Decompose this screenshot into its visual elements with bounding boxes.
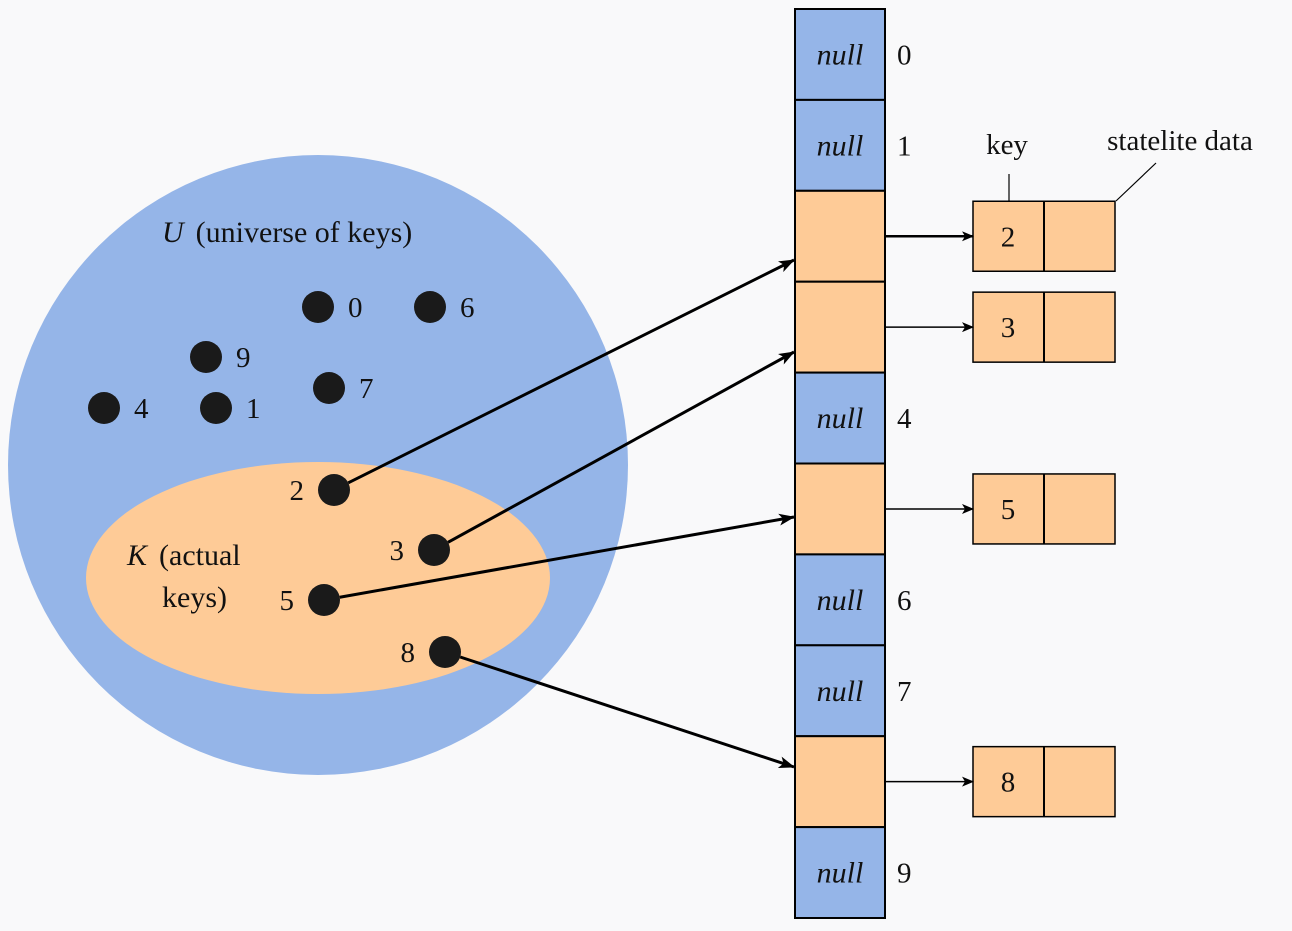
key-label-6: 6	[460, 292, 475, 324]
table-slot-6: null 6	[794, 553, 912, 647]
slot-cell	[794, 280, 886, 374]
table-slot-3	[794, 280, 886, 374]
key-dot-7	[313, 372, 345, 404]
key-dots: 0 6 9 7 4 1 2 3 5 8	[88, 291, 475, 669]
key-label-8: 8	[401, 637, 416, 669]
slot-index: 9	[897, 858, 912, 890]
key-label-4: 4	[134, 393, 149, 425]
node-key: 5	[1001, 494, 1016, 526]
key-label-9: 9	[236, 342, 251, 374]
null-label: null	[817, 857, 864, 890]
hash-arrow-2	[347, 258, 795, 485]
universe-symbol: U	[162, 216, 186, 249]
null-label: null	[817, 129, 864, 162]
table-slot-2	[794, 189, 886, 283]
table-slot-0: null 0	[794, 8, 912, 101]
slot-cell	[794, 553, 886, 647]
actual-keys-symbol: K	[126, 539, 149, 572]
slot-index: 6	[897, 585, 912, 617]
table-slot-1: null 1	[794, 98, 912, 192]
key-label-2: 2	[290, 475, 305, 507]
universe-label: U (universe of keys)	[162, 216, 412, 249]
universe-description: (universe of keys)	[196, 216, 413, 249]
node-key: 2	[1001, 221, 1016, 253]
key-dot-1	[200, 392, 232, 424]
actual-keys-description-2: keys)	[162, 581, 227, 614]
key-label-1: 1	[246, 393, 261, 425]
key-dot-5	[308, 584, 340, 616]
list-node-8: 8	[885, 745, 1116, 818]
list-node-5: 5	[885, 473, 1116, 545]
hash-table: null 0 null 1 null 4 null 6 null 7 null 9	[794, 8, 912, 919]
list-node-3: 3	[885, 291, 1116, 363]
slot-cell	[794, 8, 886, 101]
null-label: null	[817, 675, 864, 708]
key-label-5: 5	[280, 585, 295, 617]
key-dot-4	[88, 392, 120, 424]
slot-index: 7	[897, 676, 912, 708]
key-dot-9	[190, 341, 222, 373]
key-annotation: key	[986, 129, 1028, 161]
node-key: 8	[1001, 767, 1016, 799]
hash-arrow-5	[339, 513, 795, 599]
actual-keys-set	[86, 462, 550, 694]
table-slot-9: null 9	[794, 826, 912, 919]
key-dot-8	[429, 636, 461, 668]
key-label-7: 7	[359, 373, 374, 405]
hash-arrow-8	[459, 655, 795, 769]
node-key: 3	[1001, 312, 1016, 344]
slot-cell	[794, 462, 886, 556]
null-label: null	[817, 38, 864, 71]
slot-cell	[794, 98, 886, 192]
key-dot-3	[418, 534, 450, 566]
hash-arrows	[339, 258, 795, 769]
slot-cell	[794, 735, 886, 829]
slot-cell	[794, 189, 886, 283]
list-node-2: 2	[885, 200, 1116, 272]
satellite-pointer-line	[1115, 162, 1157, 202]
actual-keys-description-1: (actual	[159, 539, 241, 572]
key-label-3: 3	[390, 535, 405, 567]
slot-index: 1	[897, 130, 912, 162]
table-slot-7: null 7	[794, 644, 912, 738]
slot-cell	[794, 371, 886, 465]
key-dot-0	[302, 291, 334, 323]
key-dot-2	[318, 474, 350, 506]
slot-index: 4	[897, 403, 912, 435]
satellite-annotation: statelite data	[1107, 125, 1253, 157]
actual-keys-label: K (actual	[126, 539, 241, 572]
null-label: null	[817, 584, 864, 617]
slot-cell	[794, 826, 886, 919]
table-slot-4: null 4	[794, 371, 912, 465]
hash-arrow-3	[447, 350, 795, 544]
slot-index: 0	[897, 39, 912, 71]
table-slot-5	[794, 462, 886, 556]
key-label-0: 0	[348, 292, 363, 324]
linked-nodes: 2 3 5 8	[885, 200, 1116, 818]
slot-cell	[794, 644, 886, 738]
null-label: null	[817, 402, 864, 435]
key-dot-6	[414, 291, 446, 323]
table-slot-8	[794, 735, 886, 829]
